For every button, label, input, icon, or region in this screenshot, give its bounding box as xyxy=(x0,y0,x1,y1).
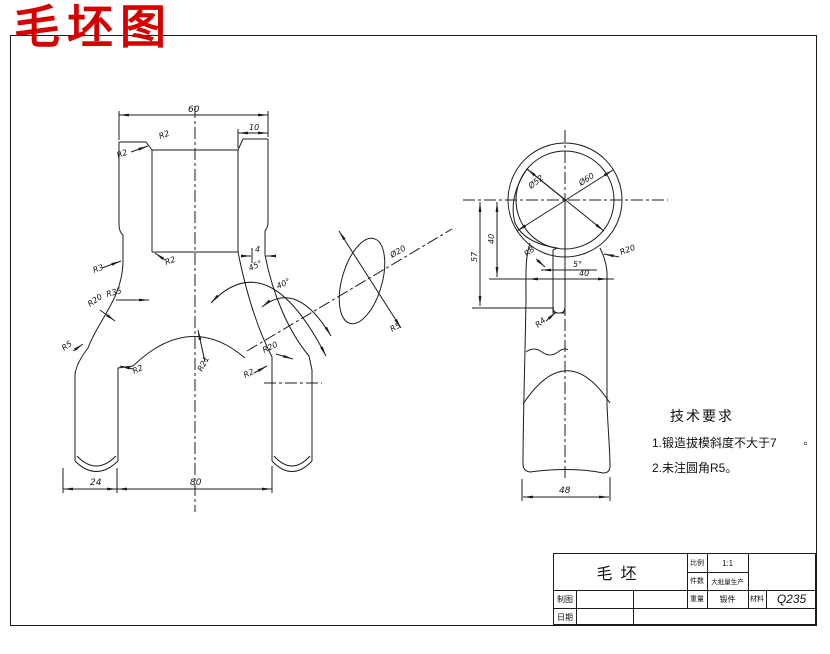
section-hatch xyxy=(338,237,386,325)
section-r5-label: R5 xyxy=(389,321,403,334)
side-view: Ø52 Ø60 57 40 40 5° R8 R20 R4 xyxy=(463,130,668,501)
dim-57-label: 57 xyxy=(470,251,479,262)
r2-top-label: R2 xyxy=(158,129,171,141)
front-view-centerlines xyxy=(194,106,322,512)
r20-side-label: R20 xyxy=(619,243,637,257)
title-block-part-name: 毛坯 xyxy=(596,566,645,583)
r21-label: R21 xyxy=(196,355,211,373)
drawn-by-label: 制图 xyxy=(557,594,573,604)
r3-label: R3 xyxy=(92,263,105,275)
section-axis-centerline xyxy=(246,228,453,352)
quantity-label: 件数 xyxy=(690,578,704,585)
date-label: 日期 xyxy=(557,612,573,622)
r2-left-leg-label: R2 xyxy=(131,363,144,376)
angle-40-label: 40° xyxy=(275,277,292,291)
r2-slot-label: R2 xyxy=(164,255,177,267)
dim-40h-label: 40 xyxy=(579,269,589,278)
angle-45-label: 45° xyxy=(247,259,264,273)
quantity-value: 大批量生产 xyxy=(711,579,744,586)
tech-req-item-1: 1.锻造拔模斜度不大于7 ▫ xyxy=(652,436,808,450)
r2-right-leg-label: R2 xyxy=(242,367,255,380)
weight-value: 锻件 xyxy=(719,594,736,604)
front-view-outline xyxy=(74,138,313,472)
front-view-dimensions: 60 10 R2 R2 R2 R3 R35 R20 R5 R2 xyxy=(60,105,332,493)
dim-80-label: 80 xyxy=(190,478,202,488)
r4-label: R4 xyxy=(534,316,548,330)
title-block: 毛坯 比例 1:1 件数 大批量生产 重量 锻件 材料 Q235 制图 日期 xyxy=(553,553,817,626)
drawing-frame xyxy=(10,35,817,626)
r20-left-label: R20 xyxy=(86,292,104,308)
tech-req-title: 技术要求 xyxy=(670,408,734,424)
side-view-dimensions: Ø52 Ø60 57 40 40 5° R8 R20 R4 xyxy=(470,168,637,501)
angle-5-label: 5° xyxy=(573,260,582,269)
r8-label: R8 xyxy=(523,245,537,259)
tech-req-item-2: 2.未注圆角R5。 xyxy=(652,461,738,475)
dim-48-label: 48 xyxy=(559,486,571,496)
dim-40v-label: 40 xyxy=(487,234,496,244)
side-view-centerlines xyxy=(463,130,668,478)
dim-10-label: 10 xyxy=(249,123,259,132)
scale-label: 比例 xyxy=(690,560,704,567)
material-label: 材料 xyxy=(750,596,764,603)
r2-top-label-2: R2 xyxy=(116,148,129,160)
r35-label: R35 xyxy=(105,286,123,299)
page-title: 毛坯图 xyxy=(14,0,173,54)
dia-60-label: Ø60 xyxy=(576,170,596,188)
dim-60-label: 60 xyxy=(188,105,200,115)
dim-24-label: 24 xyxy=(90,478,102,488)
technical-requirements: 技术要求 1.锻造拔模斜度不大于7 ▫ 2.未注圆角R5。 xyxy=(652,406,827,476)
weight-label: 重量 xyxy=(690,596,704,603)
section-dia20-label: Ø20 xyxy=(387,243,407,260)
dim-4-label: 4 xyxy=(255,245,260,254)
material-value: Q235 xyxy=(776,592,807,606)
r5-left-label: R5 xyxy=(60,339,74,352)
scale-value: 1:1 xyxy=(721,558,734,568)
front-view: 60 10 R2 R2 R2 R3 R35 R20 R5 R2 xyxy=(60,105,332,512)
